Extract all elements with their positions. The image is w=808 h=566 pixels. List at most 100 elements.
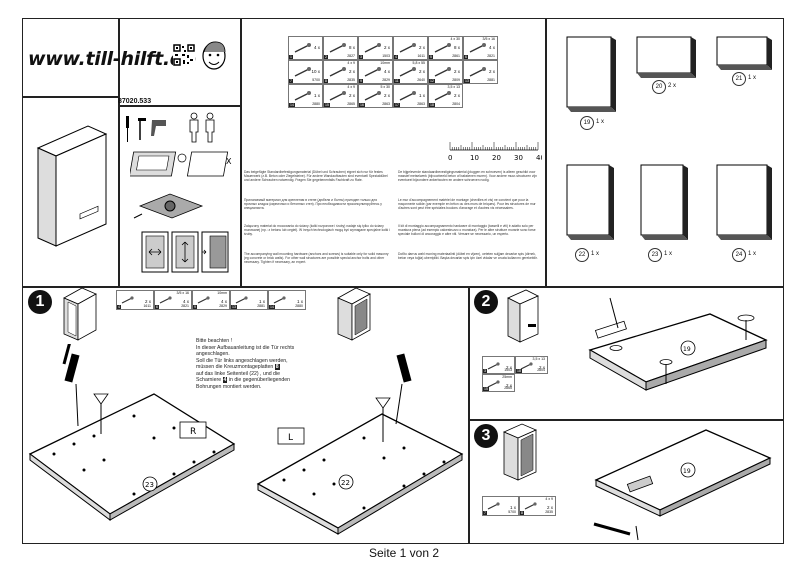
part-count: 2 x [538, 365, 545, 370]
part-code: 2835 [347, 78, 355, 82]
part-code: 2809 [452, 78, 460, 82]
part-number: 18 [429, 103, 435, 107]
ruler-tick-label: 10 [470, 154, 479, 162]
part-number: 13 [231, 305, 237, 309]
part-count: 4 x [182, 299, 189, 304]
step-1-cabinet-door [337, 287, 371, 341]
panel-drawing [636, 36, 696, 78]
part-count: 2 x [505, 365, 512, 370]
step-2-assembly-drawing: 19 [588, 297, 768, 391]
part-code: 2863 [382, 102, 390, 106]
part-count: 8 x [453, 45, 460, 50]
hardware-icon [294, 43, 311, 53]
part-size: 25mm [502, 375, 512, 379]
hardware-icon [329, 67, 346, 77]
part-code: 2865 [347, 102, 355, 106]
part-number: 18 [516, 369, 522, 373]
part-count: 4 x [313, 45, 320, 50]
step-2-cabinet [507, 289, 539, 343]
hardware-icon [294, 91, 311, 101]
wall-mounting-notice: Le mur d'accompagnement matériel de mont… [398, 198, 536, 211]
hardware-icon [197, 296, 210, 304]
wall-mounting-notice: The accompanying wall mounting hardware … [244, 252, 389, 265]
hardware-icon [294, 67, 311, 77]
part-code: 2821 [181, 304, 189, 308]
part-number: 12 [429, 79, 435, 83]
part-size: 5 x 30 [380, 85, 390, 89]
part-count: 10 x [311, 69, 320, 74]
panel-drawing [640, 164, 688, 240]
part-code: 2881 [257, 304, 265, 308]
part-number: 4 [394, 55, 398, 59]
divider [468, 286, 470, 544]
part-count: 2 x [348, 69, 355, 74]
instruction-sheet [22, 18, 784, 544]
part-code: 5700 [508, 510, 516, 514]
part-count: 2 x [418, 45, 425, 50]
part-count: 2 x [383, 93, 390, 98]
part-code: 2880 [312, 102, 320, 106]
panel-quantity: 1 x [591, 251, 600, 257]
part-code: 2880 [295, 304, 303, 308]
part-code: 1611 [417, 54, 425, 58]
hardware-icon [273, 296, 286, 304]
ruler-tick-label: 0 [448, 154, 452, 162]
part-count: 2 x [488, 69, 495, 74]
part-cell: 4 2 x 1611 [393, 36, 428, 60]
packaging-hints-icon: X [130, 151, 232, 177]
hinge-detail-drawing [133, 193, 229, 273]
note-line: Bohrungen montiert werden. [196, 383, 262, 390]
part-code: 2804 [537, 368, 545, 372]
part-count: 2 x [505, 383, 512, 388]
divider [240, 18, 242, 286]
part-number: 3 [359, 55, 363, 59]
wall-mounting-notice: De bijgeleverde standaardbevestigingsmat… [398, 170, 537, 183]
part-code: 2835 [545, 510, 553, 514]
hardware-icon [121, 296, 134, 304]
note-line: müssen die Kreuzmontageplatten 8 [196, 364, 280, 370]
hardware-icon [399, 91, 416, 101]
hardware-icon [487, 380, 500, 388]
mascot-face-icon [202, 41, 226, 70]
part-count: 4 x [383, 69, 390, 74]
part-code: 2821 [487, 54, 495, 58]
ruler-tick-label: 40 [536, 154, 542, 162]
part-code: 1503 [504, 368, 512, 372]
hardware-icon [487, 362, 500, 370]
part-number: 14 [269, 305, 275, 309]
panel-label: 19 [683, 346, 691, 353]
part-number: 2 [324, 55, 328, 59]
panel-number: 20 [652, 80, 666, 94]
divider [118, 18, 120, 286]
part-code: 2861 [452, 54, 460, 58]
part-code: 2865 [504, 386, 512, 390]
note-line: Soll die Tür links angeschlagen werden, [196, 357, 288, 364]
part-code: 2827 [347, 54, 355, 58]
part-code: 1611 [143, 304, 151, 308]
part-number: 6 [464, 55, 468, 59]
part-number: 8 [520, 511, 524, 515]
wall-mounting-notice: Dotīto darrus wahl moning materiaalinti … [398, 252, 538, 261]
part-code: 2829 [219, 304, 227, 308]
divider [22, 96, 118, 98]
part-count: 2 x [418, 69, 425, 74]
note-line: angeschlagen. [196, 351, 230, 357]
note-line: In dieser Aufbauanleitung ist die Tür re… [196, 344, 295, 351]
part-number: 11 [394, 79, 400, 83]
article-number: 87020.533 [118, 98, 152, 105]
step-3-assembly-drawing: 19 [593, 429, 772, 541]
part-code: 2863 [417, 102, 425, 106]
